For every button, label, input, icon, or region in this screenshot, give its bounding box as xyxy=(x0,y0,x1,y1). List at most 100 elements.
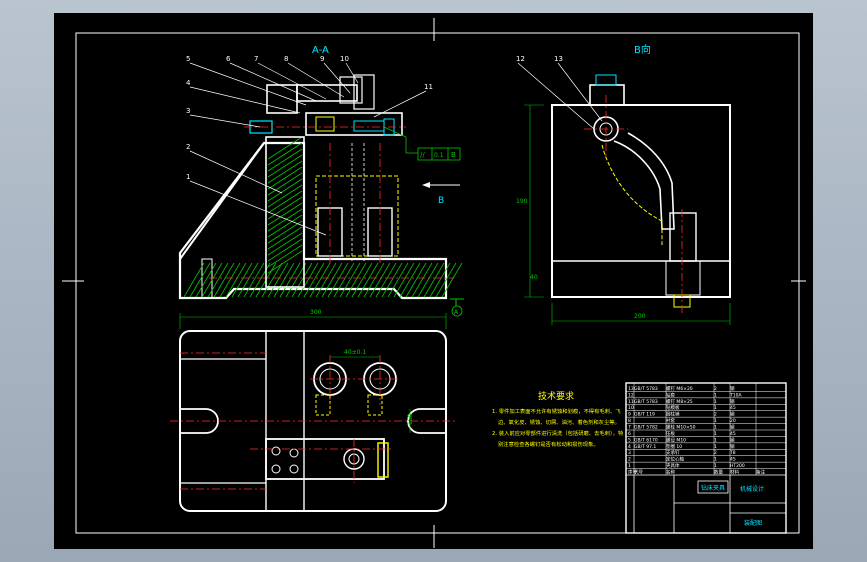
parts-cell: 12 xyxy=(628,392,634,398)
hatch-line xyxy=(321,262,343,298)
tech-line-2: 边、氧化皮、锈蚀、切屑、油污、着色剂和灰尘等。 xyxy=(498,418,620,426)
part-balloons xyxy=(189,62,603,236)
parts-cell: 垫圈 10 xyxy=(666,443,682,450)
hatch-line xyxy=(369,262,391,298)
top-view: 300 40±0.1 150 xyxy=(170,309,456,512)
parts-cell: 1 xyxy=(714,431,717,437)
parts-cell: 定位心轴 xyxy=(666,456,684,463)
hatch-line xyxy=(267,202,303,226)
hatch-line xyxy=(267,208,303,232)
parts-cell: 螺钉 M8×25 xyxy=(666,398,693,405)
balloon-9: 9 xyxy=(320,55,324,63)
parts-cell: 2 xyxy=(628,457,631,463)
hatch-line xyxy=(357,262,379,298)
hatch-line xyxy=(183,262,205,298)
tolerance-symbol: // xyxy=(420,151,425,159)
balloon-13: 13 xyxy=(554,55,563,63)
hatch-line xyxy=(393,262,415,298)
hatch-line xyxy=(237,262,259,298)
hatch-line xyxy=(405,262,427,298)
parts-cell: 1 xyxy=(714,437,717,443)
hatch-line xyxy=(267,166,303,190)
hatch-line xyxy=(267,214,303,238)
drawing-number: 装配图 xyxy=(744,519,762,527)
hatch-line xyxy=(189,262,211,298)
geometric-tolerance-frame: // 0.1 B xyxy=(383,126,461,161)
balloon-labels: 5 6 7 8 9 10 4 3 2 1 11 12 13 xyxy=(186,55,563,181)
hatch-line xyxy=(267,244,303,268)
parts-cell: 压板 xyxy=(666,430,675,437)
right-u-slot xyxy=(407,408,446,434)
hatch-line xyxy=(441,262,463,298)
hatch-line xyxy=(411,262,433,298)
parts-cell: GB/T 5783 xyxy=(634,399,658,405)
dim-hole-spacing: 40±0.1 xyxy=(344,349,366,356)
hatch-line xyxy=(261,262,283,298)
hatch-line xyxy=(267,178,303,202)
hatch-line xyxy=(297,262,319,298)
parts-cell: 衬套 xyxy=(666,417,675,424)
hatch-line xyxy=(315,262,337,298)
balloon-8: 8 xyxy=(284,55,288,63)
parts-cell: 钢 xyxy=(730,424,735,431)
hatch-line xyxy=(435,262,457,298)
hatch-line xyxy=(267,220,303,244)
parts-cell: 钢 xyxy=(730,443,735,450)
tech-line-3: 2. 装入前应对零部件进行清洗（包括研磨、去毛刺），特 xyxy=(492,429,624,437)
hatch-line xyxy=(291,262,313,298)
parts-cell: 9 xyxy=(628,412,631,418)
hatch-line xyxy=(285,262,307,298)
parts-cell: 支承钉 xyxy=(666,449,680,456)
balloon-4: 4 xyxy=(186,79,191,87)
hatch-line xyxy=(381,262,403,298)
view-direction-arrow: B xyxy=(422,182,460,206)
hatch-line xyxy=(345,262,367,298)
hatch-line xyxy=(267,154,303,178)
hatch-pattern xyxy=(183,136,463,298)
parts-cell: 20 xyxy=(730,418,736,424)
hatch-line xyxy=(333,262,355,298)
drawing-name: 钻床夹具 xyxy=(701,484,725,492)
dim-right-base: 40 xyxy=(530,274,538,281)
hatch-line xyxy=(267,250,303,274)
parts-cell: 圆柱销 xyxy=(666,411,680,418)
parts-cell: GB/T 119 xyxy=(634,412,655,418)
dim-base-width: 300 xyxy=(310,309,322,316)
hatch-line xyxy=(429,262,451,298)
hatch-line xyxy=(267,142,303,166)
hatch-line xyxy=(207,262,229,298)
balloon-7: 7 xyxy=(254,55,258,63)
company-name: 机械设计 xyxy=(740,485,764,493)
hatch-line xyxy=(267,238,303,262)
hatch-line xyxy=(267,232,303,256)
hatch-line xyxy=(201,262,223,298)
curved-rib xyxy=(613,132,675,230)
parts-cell: 钻套 xyxy=(666,391,675,398)
dim-right-width: 200 xyxy=(634,313,646,320)
hatch-line xyxy=(363,262,385,298)
section-marker-label: A xyxy=(454,309,459,316)
balloon-10: 10 xyxy=(340,55,349,63)
dim-right-height: 190 xyxy=(516,198,528,205)
parts-cell: 4 xyxy=(628,444,631,450)
parts-cell: 2 xyxy=(714,412,717,418)
parts-cell: 螺母 M10 xyxy=(666,436,686,443)
parts-cell: 45 xyxy=(730,431,736,437)
knurled-knob xyxy=(377,442,389,478)
hatch-line xyxy=(267,160,303,184)
parts-cell: HT200 xyxy=(730,463,745,469)
parts-cell: 3 xyxy=(628,450,631,456)
sheet-outer-border xyxy=(75,32,800,534)
parts-header-cell: 序号 xyxy=(628,469,637,476)
parts-cell: GB/T 6170 xyxy=(634,437,658,443)
parts-cell: 钢 xyxy=(730,385,735,392)
parts-cell: 45 xyxy=(730,457,736,463)
hatch-line xyxy=(249,262,271,298)
cad-viewport[interactable]: A-A xyxy=(54,13,813,549)
hatch-line xyxy=(219,262,241,298)
parts-cell: 螺栓 M10×50 xyxy=(666,424,696,431)
parts-cell: 6 xyxy=(628,431,631,437)
hatch-line xyxy=(213,262,235,298)
